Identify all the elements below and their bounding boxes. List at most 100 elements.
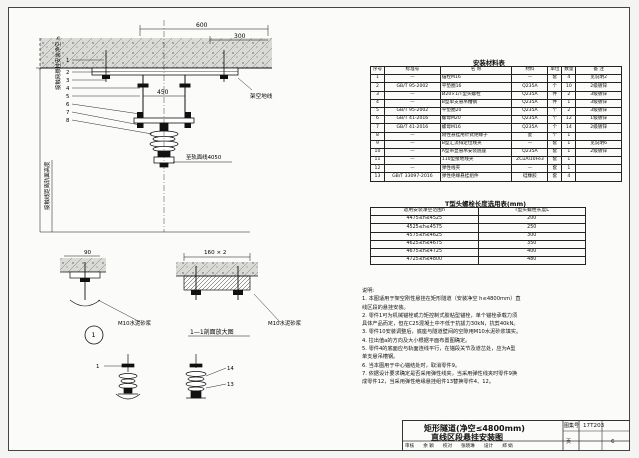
signature-field: 余 颖 <box>423 444 434 449</box>
guide-height-label: 至轨面线4050 <box>186 153 222 161</box>
materials-cell: 瓷 <box>511 131 549 141</box>
tunnel-ceiling <box>39 38 272 70</box>
materials-cell: — <box>383 90 441 100</box>
materials-cell: 件 <box>547 98 563 108</box>
materials-cell: — <box>383 131 441 141</box>
materials-cell: 10 <box>561 82 577 92</box>
materials-cell: 12 <box>561 115 577 125</box>
dim-160x2: 160 × 2 <box>204 250 226 256</box>
materials-cell: 套 <box>547 147 563 158</box>
note-line: 具体产品而定，但在C25混凝土中不低于抗拔力30kN，抗剪40kN。 <box>362 321 519 328</box>
materials-header-remark: 备 注 <box>575 65 622 76</box>
materials-cell: 弹性绝缘悬挂组件 <box>439 172 513 182</box>
materials-cell: B型单支悬吊槽钢 <box>439 98 513 108</box>
materials-cell: 10 <box>370 147 385 158</box>
materials-cell: 螺母M16 <box>439 123 513 133</box>
materials-cell: 套 <box>547 164 563 174</box>
mark-8: 8 <box>66 118 70 124</box>
materials-cell: B型汇流排定位线夹 <box>439 139 513 149</box>
section-marker-label: 1 <box>92 331 96 339</box>
materials-cell: 件 <box>547 90 563 100</box>
materials-cell: 2 <box>561 90 577 100</box>
materials-cell <box>575 131 622 141</box>
messenger-label: 架空地线 <box>250 92 273 100</box>
materials-cell: 1 <box>561 98 577 108</box>
mark-bottom-left: 1 <box>96 364 99 370</box>
insulator-assembly-a <box>115 354 141 400</box>
section-title: 1—1剖面放大图 <box>190 328 234 336</box>
materials-cell: ZCuAl10Fe3 <box>511 156 549 166</box>
signature-field: 校对 <box>442 444 453 449</box>
materials-cell: Ø20×1/T型头螺栓 <box>439 90 513 100</box>
materials-cell: — <box>511 139 549 149</box>
bolt-cell: 200 <box>477 215 587 225</box>
bolt-cell: 4625≤h≤4675 <box>370 239 479 249</box>
materials-cell: — <box>383 139 441 149</box>
materials-cell: 2级镀锌 <box>575 82 622 92</box>
materials-cell: — <box>383 156 441 166</box>
materials-cell: 2 <box>370 82 385 92</box>
materials-cell: — <box>383 98 441 108</box>
track-label: 接触线距离轨面高度 <box>43 161 51 210</box>
materials-cell: — <box>383 164 441 174</box>
materials-cell: 11 <box>370 156 385 166</box>
dim-600: 600 <box>196 22 208 29</box>
mark-2: 2 <box>66 70 69 76</box>
materials-cell: Q235A <box>511 147 549 158</box>
materials-header-no: 序号 <box>370 65 385 76</box>
notes-heading: 说明: <box>362 288 375 294</box>
mark-5: 5 <box>66 94 69 100</box>
note-line: 线区段的悬挂安装。 <box>362 304 409 311</box>
signature-field: 郑 娟 <box>502 444 513 449</box>
materials-cell: 7 <box>370 123 385 133</box>
mortar-right-label: M10水泥砂浆 <box>268 319 302 327</box>
materials-cell: 套 <box>547 74 563 84</box>
materials-cell: 3级镀锌 <box>575 90 622 100</box>
materials-cell: GB/T 95-2002 <box>383 82 441 92</box>
dim-90: 90 <box>84 250 92 256</box>
bolt-cell: 350 <box>477 239 587 249</box>
bolt-cell: 250 <box>477 223 587 233</box>
detail-left <box>60 255 141 323</box>
materials-cell: 5 <box>370 106 385 117</box>
title-block-grid <box>402 420 630 451</box>
materials-cell: 110型接地线夹 <box>439 156 513 166</box>
height-dimension <box>36 67 53 232</box>
materials-table-title: 安装材料表 <box>473 59 505 67</box>
materials-cell: GB/T 41-2016 <box>383 123 441 133</box>
materials-cell: 个 <box>547 106 563 117</box>
title-block <box>402 420 630 451</box>
bolt-cell: 4475≤h≤4525 <box>370 215 479 225</box>
materials-cell: GB/T 41-2016 <box>383 115 441 125</box>
bolt-header-length: T型头螺栓长度L <box>477 206 587 217</box>
materials-header-material: 材料 <box>511 65 549 76</box>
mark-6: 6 <box>66 102 70 108</box>
materials-cell: 1级镀锌 <box>575 115 622 125</box>
materials-header-qty: 数量 <box>561 65 577 76</box>
bolt-cell: 4725≤h≤4800 <box>370 256 479 266</box>
materials-cell: 4 <box>561 74 577 84</box>
materials-cell: 套 <box>547 172 563 182</box>
bolt-header-range: 适用安装净空范围h <box>370 206 479 217</box>
bolt-cell: 4525≤h≤4575 <box>370 223 479 233</box>
mark-1: 1 <box>66 58 69 64</box>
bolt-cell: 4575≤h≤4625 <box>370 231 479 241</box>
materials-cell: 1 <box>561 147 577 158</box>
materials-cell: 14 <box>561 123 577 133</box>
materials-cell: 1 <box>561 131 577 141</box>
materials-cell: 见说明2 <box>575 74 622 84</box>
